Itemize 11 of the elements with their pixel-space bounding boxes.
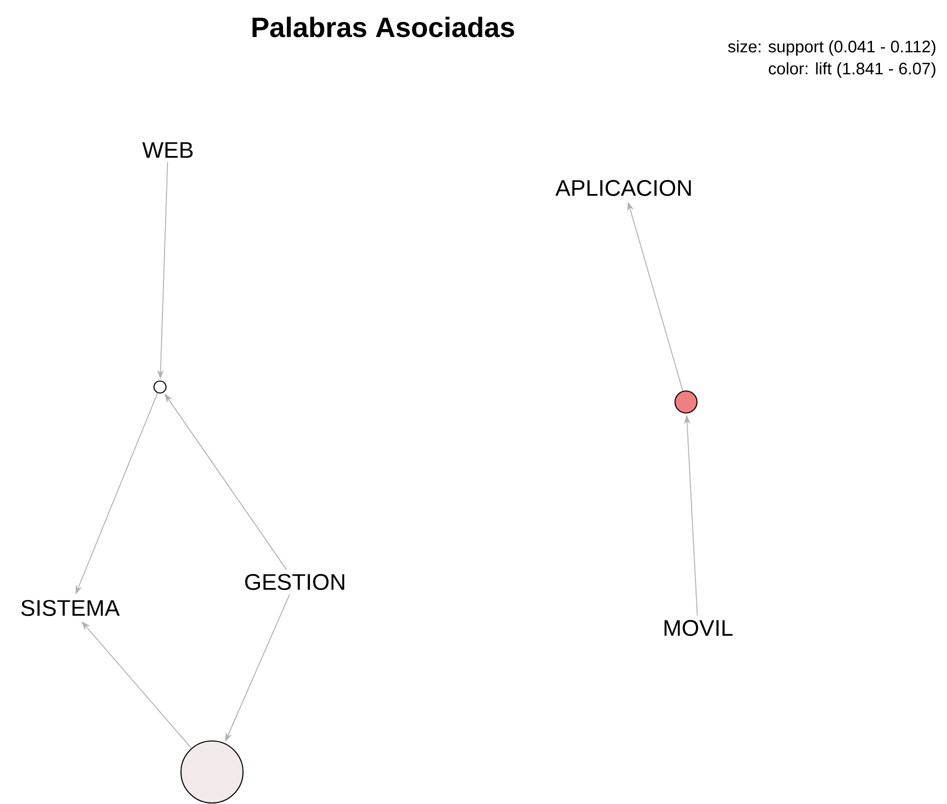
rule-circle [153,380,167,394]
rule-circle [180,740,244,804]
word-label: APLICACION [555,180,691,196]
word-label: SISTEMA [21,600,120,616]
rule-circle [674,390,698,414]
legend-note: size: support (0.041 - 0.112) [728,40,936,56]
title: Palabras Asociadas [252,16,514,38]
word-label: WEB [142,142,193,158]
word-label: MOVIL [664,620,733,636]
legend-note: color: lift (1.841 - 6.07) [768,62,936,78]
word-label: GESTION [245,574,344,590]
